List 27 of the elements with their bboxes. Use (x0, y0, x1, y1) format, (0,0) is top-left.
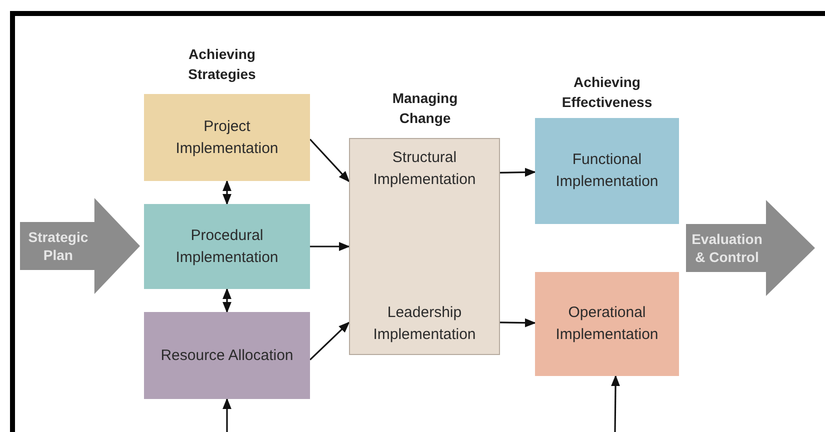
arrow (222, 398, 232, 432)
column-heading: Achieving Effectiveness (560, 73, 654, 112)
process-box (144, 94, 310, 181)
arrow (309, 322, 350, 360)
arrow (310, 242, 350, 251)
box-text: Leadership Implementation (372, 303, 477, 345)
process-box (535, 272, 679, 376)
box-text: Operational Implementation (554, 303, 660, 345)
arrow (222, 288, 232, 314)
process-box (144, 204, 310, 289)
box-text: Resource Allocation (160, 346, 294, 366)
box-text: Project Implementation (174, 116, 280, 158)
column-heading: Achieving Strategies (187, 45, 257, 84)
arrow-label: Evaluation & Control (690, 230, 764, 266)
arrow (222, 180, 232, 206)
process-box (349, 138, 500, 355)
box-text: Functional Implementation (554, 150, 660, 192)
arrow-label: Strategic Plan (27, 228, 90, 264)
box-text: Structural Implementation (372, 148, 477, 190)
process-box (144, 312, 310, 399)
arrow (309, 138, 350, 182)
box-text: Procedural Implementation (174, 226, 280, 268)
arrow (500, 318, 536, 328)
arrow (500, 168, 536, 177)
process-box (535, 118, 679, 224)
arrow (611, 374, 620, 432)
column-heading: Managing Change (391, 89, 459, 128)
